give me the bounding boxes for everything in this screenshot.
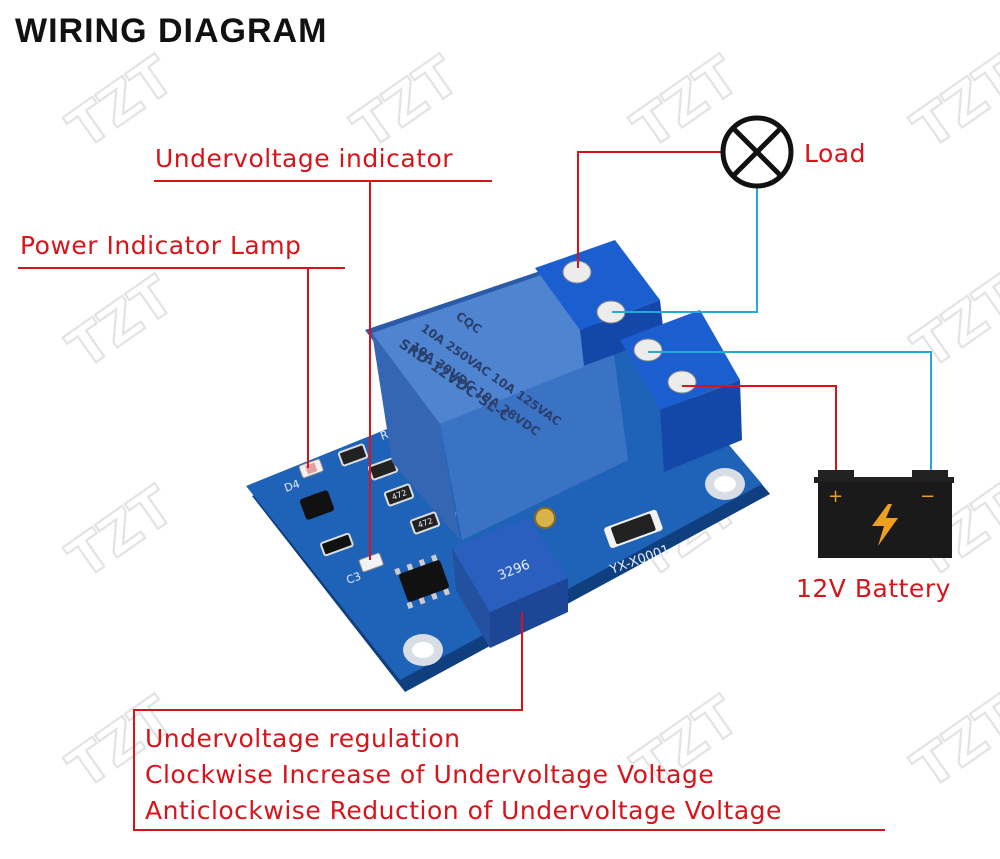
label-regulation-3: Anticlockwise Reduction of Undervoltage … (145, 796, 782, 825)
mounting-hole (412, 642, 434, 658)
relay-module-board: D4 C3 R1 R3 R2 R4 472 472 YX-X0001 CQC 1… (246, 240, 770, 692)
page-title: WIRING DIAGRAM (15, 12, 328, 50)
lightning-bolt-icon (872, 504, 898, 546)
ic-chip (394, 554, 450, 609)
battery-terminal-positive (818, 470, 854, 478)
battery-icon: + − (814, 470, 954, 558)
battery-minus: − (920, 486, 935, 507)
watermark: TZT (901, 44, 1000, 160)
potentiometer-knob[interactable] (534, 507, 556, 529)
label-regulation-1: Undervoltage regulation (145, 724, 461, 753)
terminal-screw (633, 338, 663, 362)
resistor (409, 511, 441, 535)
label-battery: 12V Battery (796, 574, 951, 603)
watermark: TZT (56, 474, 185, 590)
mounting-hole (714, 476, 736, 492)
relay: CQC 10A 250VAC 10A 125VAC 10A 30VDC 10A … (365, 266, 628, 540)
wire-load-red (577, 151, 723, 268)
relay-right (440, 355, 628, 540)
relay-front (372, 333, 460, 540)
wire-battery-red (682, 385, 837, 474)
battery-plus: + (828, 486, 843, 507)
battery-cap (814, 477, 954, 483)
leader-regulation-box (133, 612, 885, 831)
leader-lines (18, 180, 885, 831)
relay-top (372, 272, 614, 424)
watermark: TZT (56, 264, 185, 380)
resistor (337, 443, 369, 467)
silkscreen-d4: D4 (283, 477, 302, 495)
terminal-screw (667, 370, 697, 394)
watermark: TZT (901, 684, 1000, 800)
wires (577, 151, 932, 474)
battery-terminal-negative (912, 470, 948, 478)
led-c3 (358, 552, 384, 573)
label-undervoltage-indicator: Undervoltage indicator (155, 144, 454, 173)
silkscreen-c3: C3 (345, 570, 363, 587)
potentiometer: 3296 (452, 507, 568, 648)
wire-load-blue (612, 186, 758, 313)
label-power-indicator-lamp: Power Indicator Lamp (20, 231, 302, 260)
diode (320, 532, 354, 557)
smd-diode (604, 509, 663, 549)
watermark: TZT (901, 264, 1000, 380)
resistor (383, 483, 415, 507)
label-load: Load (804, 139, 866, 168)
transistor (299, 490, 335, 520)
smd-components (298, 443, 663, 609)
wire-battery-blue (648, 351, 932, 474)
lamp-symbol-icon (720, 115, 794, 189)
label-regulation-2: Clockwise Increase of Undervoltage Volta… (145, 760, 715, 789)
